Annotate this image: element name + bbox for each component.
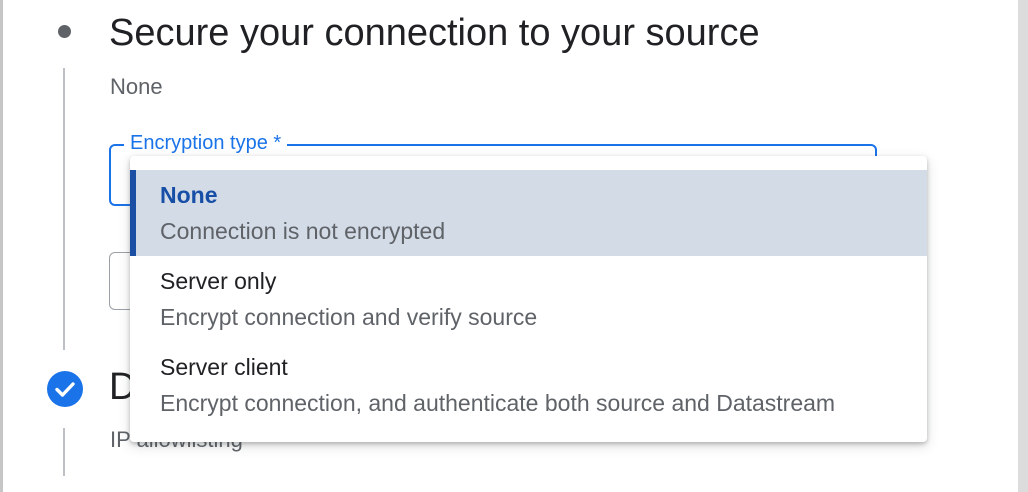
check-circle-icon [47,371,83,407]
left-edge [0,0,3,492]
option-title: None [160,182,218,208]
option-title: Server only [160,268,277,294]
option-title: Server client [160,354,288,380]
option-description: Encrypt connection, and authenticate bot… [160,390,836,416]
option-server-only[interactable]: Server only Encrypt connection and verif… [130,256,927,342]
option-description: Connection is not encrypted [160,218,446,244]
encryption-type-label: Encryption type * [124,130,288,156]
step-title[interactable]: Secure your connection to your source [109,12,760,54]
stepper-line [63,428,65,476]
scrollbar-track[interactable] [1018,0,1028,492]
option-server-client[interactable]: Server client Encrypt connection, and au… [130,342,927,428]
option-description: Encrypt connection and verify source [160,304,538,330]
step-bullet-icon [58,25,71,38]
encryption-type-menu: None Connection is not encrypted Server … [130,156,927,442]
step-summary: None [110,74,163,99]
stepper-line [63,68,65,350]
option-none[interactable]: None Connection is not encrypted [130,170,927,256]
